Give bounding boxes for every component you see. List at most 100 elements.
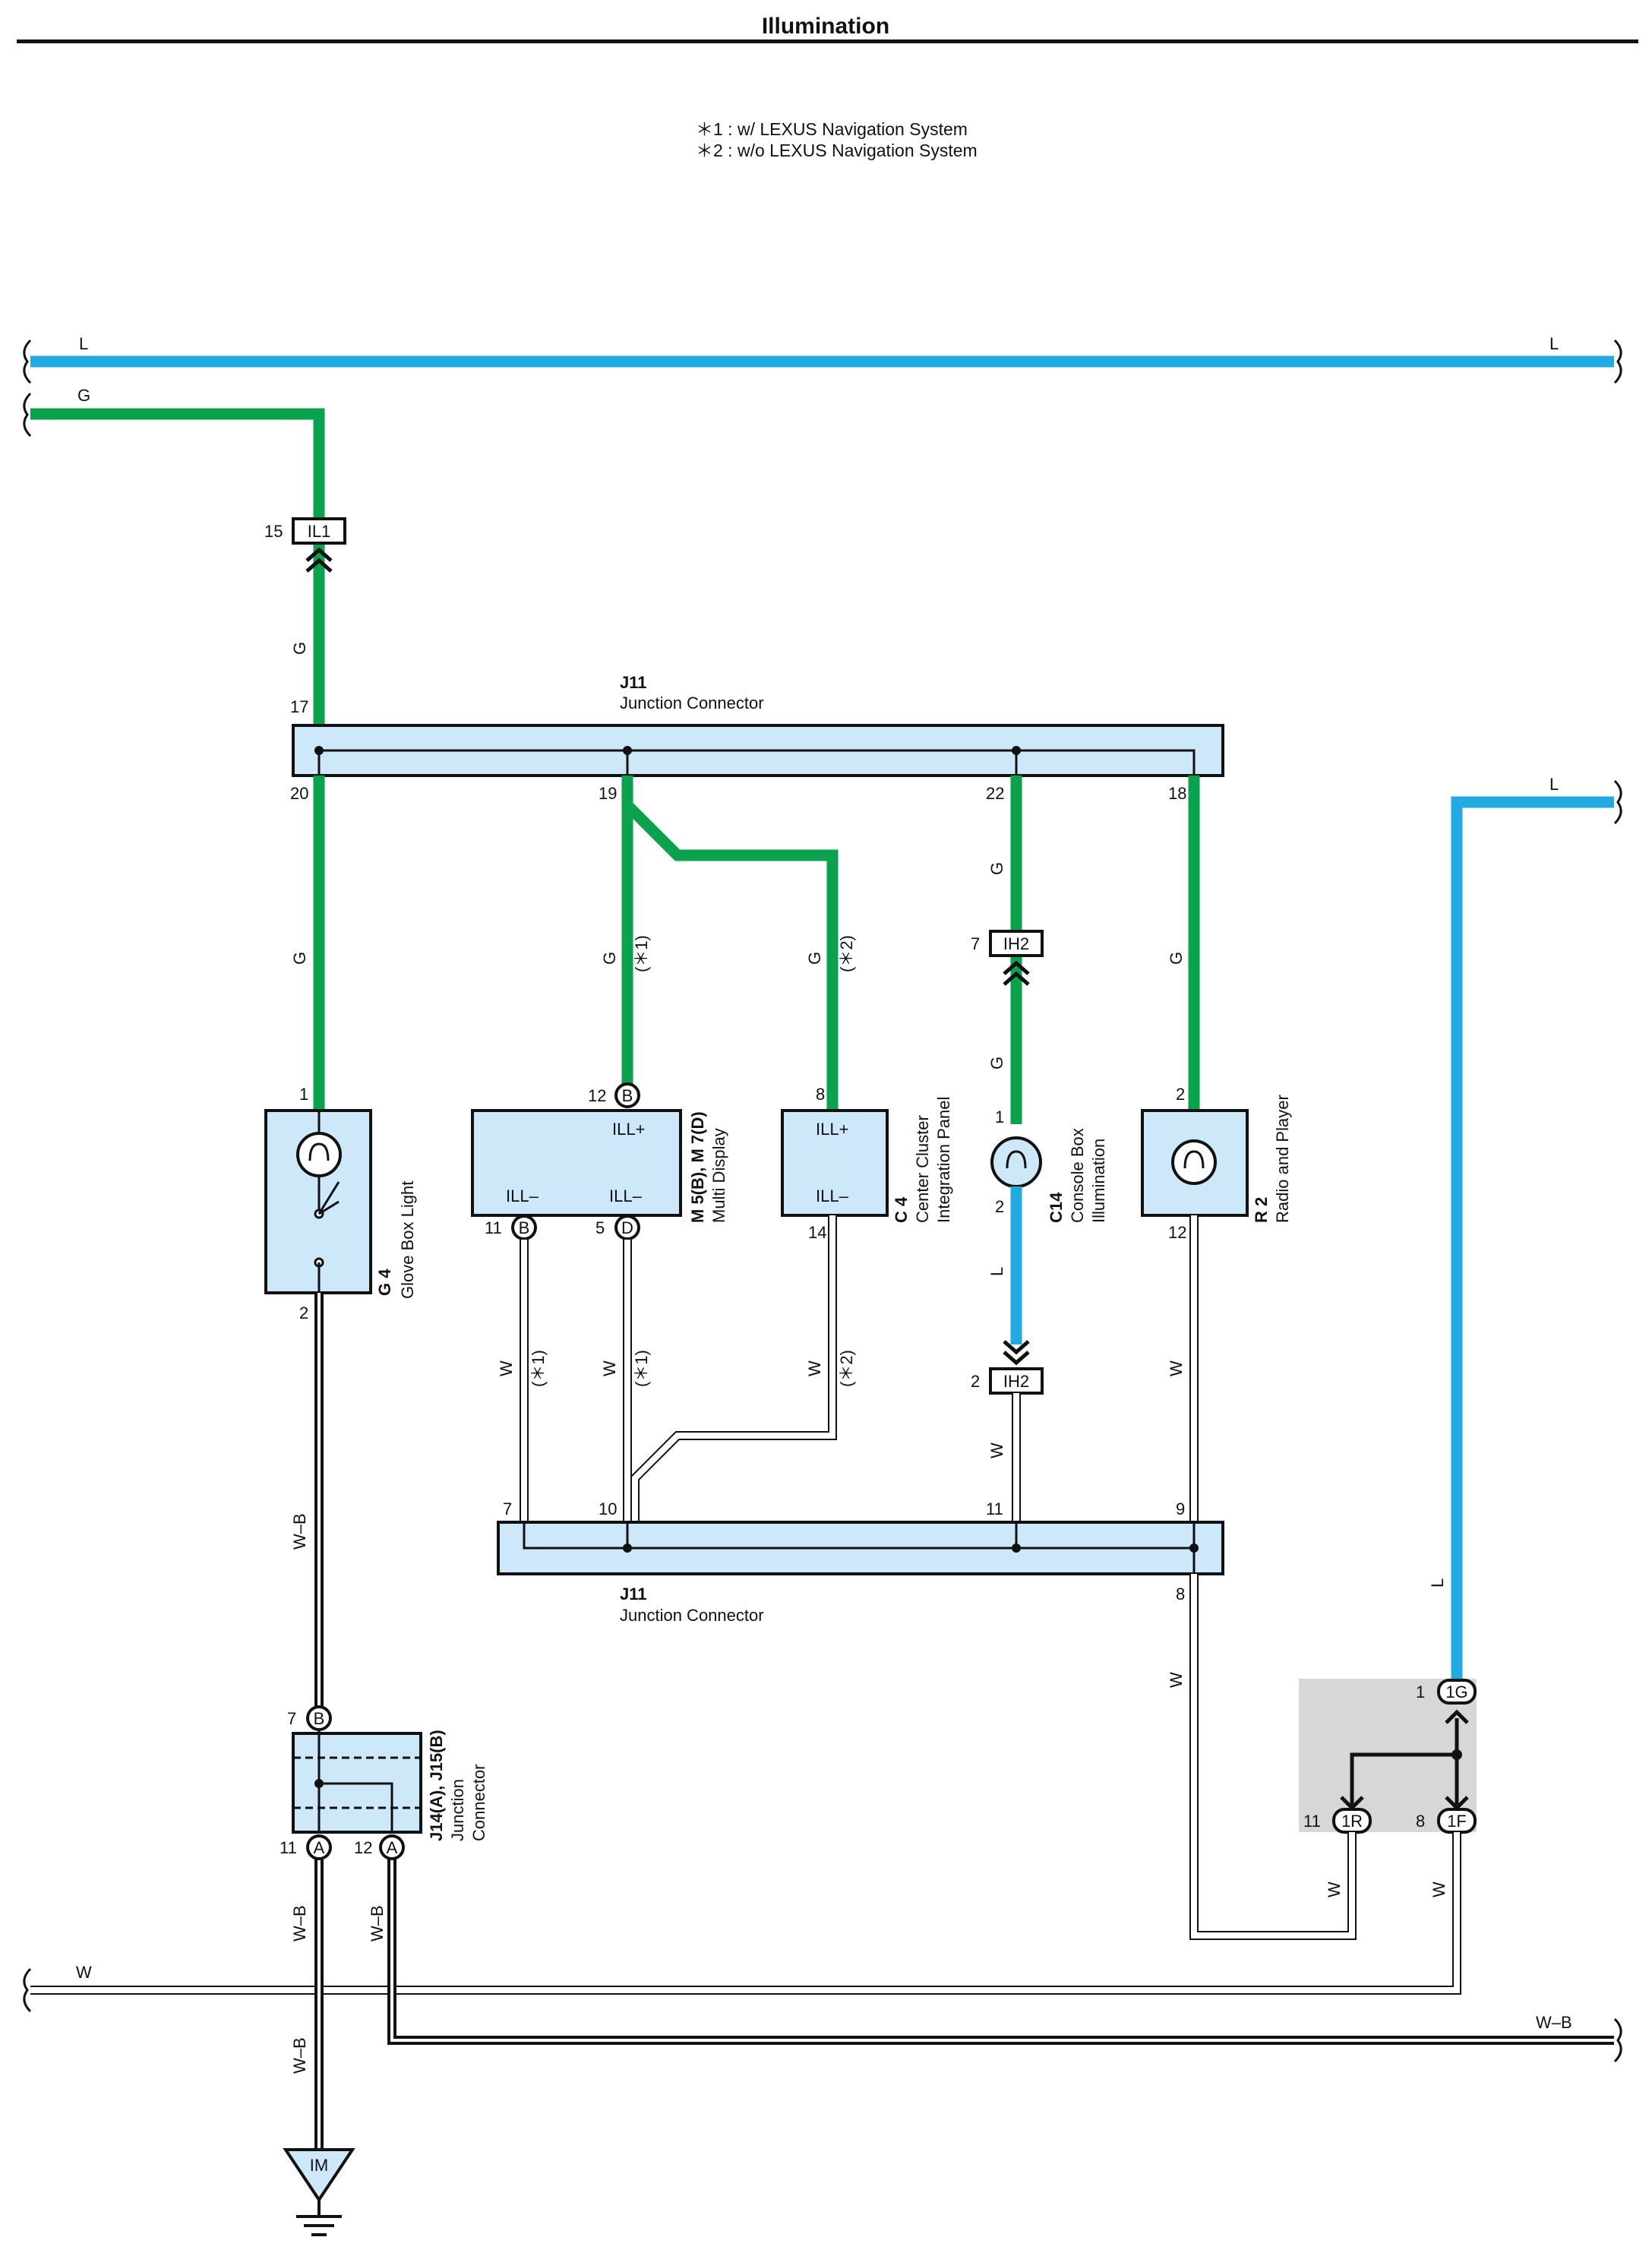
m5-box [471, 1109, 682, 1217]
wire-label-g-g4: G [290, 952, 309, 965]
wire-label-w-c4: W [805, 1360, 824, 1376]
jb-pin-8: 8 [1416, 1812, 1425, 1831]
g4-pin-1: 1 [299, 1085, 308, 1104]
jb-pin-1f: 1F [1447, 1812, 1467, 1831]
wire-break-left-l [23, 339, 32, 384]
wb-wires [317, 1293, 1614, 2150]
j11-bottom-bus [523, 1522, 1196, 1574]
ground-im-label: IM [310, 2156, 328, 2175]
j14-pin-11: 11 [280, 1838, 297, 1857]
wire-break-left-g [23, 392, 32, 438]
wire-label-l-right-vert: L [1428, 1578, 1447, 1588]
white-wires-lower [30, 1574, 1460, 1993]
r2-box [1141, 1109, 1249, 1217]
junction-block-bus [1350, 1718, 1459, 1805]
r2-desc: Radio and Player [1273, 1095, 1292, 1223]
wire-label-g-r2: G [1167, 952, 1186, 965]
j14-code: J14(A), J15(B) [427, 1730, 446, 1841]
j11-top-bus [319, 749, 1196, 776]
g4-code: G 4 [375, 1269, 394, 1296]
wire-label-w-m5-11: W [497, 1360, 516, 1376]
r2-bulb [1171, 1139, 1217, 1185]
j11-top-pin-20: 20 [290, 784, 308, 803]
connector-ih2-top-arrow [1003, 960, 1030, 986]
r2-pin-12: 12 [1168, 1223, 1186, 1242]
c14-pin-2: 2 [995, 1197, 1004, 1216]
wire-label-star1-m5-11: (＊1) [529, 1350, 548, 1387]
g4-desc: Glove Box Light [398, 1181, 417, 1299]
title-rule [17, 39, 1638, 43]
wire-label-l-right-top: L [1549, 775, 1559, 794]
j14-pin-7-letter: B [314, 1709, 325, 1728]
j11-top-pin-22: 22 [986, 784, 1004, 803]
connector-il1-arrow [305, 547, 333, 573]
j11-top-desc: Junction Connector [620, 694, 764, 713]
j14-pin-12: 12 [354, 1838, 372, 1857]
c4-ill-minus: ILL– [816, 1186, 849, 1205]
wire-label-wb-g4: W–B [290, 1513, 309, 1550]
m5-pin-12: 12 [588, 1086, 606, 1105]
j11-bottom-pin-10: 10 [599, 1499, 617, 1518]
wire-label-wb-j14-b: W–B [368, 1905, 387, 1942]
c4-pin-14: 14 [808, 1223, 826, 1242]
wire-label-g-il1: G [290, 642, 309, 655]
wire-label-w-1f: W [1429, 1882, 1448, 1897]
connector-ih2-bot-pin: 2 [971, 1372, 980, 1391]
connector-ih2-bot-label: IH2 [1003, 1372, 1029, 1391]
wire-label-star1-m5: (＊1) [632, 935, 651, 972]
c4-code: C 4 [892, 1196, 911, 1223]
white-wires [521, 1215, 1197, 1522]
wire-label-star1-m5-5: (＊1) [632, 1350, 651, 1387]
wire-label-g-top: G [77, 386, 90, 405]
wire-label-g-c14-bot: G [987, 1057, 1006, 1070]
c14-desc1: Console Box [1068, 1128, 1087, 1223]
j11-bottom-pin-8: 8 [1176, 1585, 1185, 1604]
wire-break-left-w [23, 1967, 32, 2013]
wire-label-l-left: L [79, 334, 88, 353]
connector-il1-pin: 15 [264, 522, 283, 541]
note-1: ＊1 : w/ LEXUS Navigation System [696, 119, 968, 139]
jb-pin-1: 1 [1416, 1683, 1425, 1701]
m5-code: M 5(B), M 7(D) [688, 1111, 707, 1223]
j14-desc1: Junction [448, 1779, 467, 1841]
wire-label-w-m5-5: W [600, 1360, 619, 1376]
wire-label-g-c4: G [805, 952, 824, 965]
connector-ih2-top [989, 930, 1044, 957]
connector-ih2-top-label: IH2 [1003, 934, 1029, 953]
wire-label-l-right: L [1549, 334, 1559, 353]
wire-break-right-l2 [1613, 779, 1622, 825]
wire-label-wb-right: W–B [1536, 2013, 1572, 2032]
wire-label-w-ih2: W [987, 1442, 1006, 1458]
r2-code: R 2 [1252, 1197, 1271, 1223]
c4-desc2: Integration Panel [934, 1097, 953, 1223]
note-2: ＊2 : w/o LEXUS Navigation System [696, 141, 978, 160]
j14-pin-7: 7 [287, 1709, 296, 1728]
j14-desc2: Connector [469, 1764, 488, 1841]
g4-bulb [296, 1132, 342, 1177]
wire-g-main [30, 408, 325, 725]
m5-pin-5-letter: D [621, 1218, 633, 1237]
wire-label-star2-c4-w: (＊2) [837, 1350, 856, 1387]
j11-top-code: J11 [620, 673, 647, 692]
j11-bottom-pin-9: 9 [1176, 1499, 1185, 1518]
wire-label-g-c14-top: G [987, 862, 1006, 875]
m5-ill-plus: ILL+ [612, 1120, 645, 1139]
j11-bottom-desc: Junction Connector [620, 1606, 764, 1625]
wire-label-wb-j14-a: W–B [290, 1905, 309, 1942]
connector-il1 [292, 517, 346, 545]
c14-bulb [990, 1136, 1042, 1188]
wire-label-w-j11-8: W [1167, 1672, 1186, 1688]
m5-pin-12-letter: B [622, 1086, 633, 1105]
m5-desc: Multi Display [709, 1128, 728, 1223]
j11-top-pin-17: 17 [290, 697, 308, 716]
wire-label-wb-ground: W–B [290, 2037, 309, 2074]
m5-ill-minus-2: ILL– [609, 1186, 643, 1205]
connector-ih2-top-pin: 7 [971, 934, 980, 953]
page-title: Illumination [762, 14, 889, 39]
wire-g-c4 [623, 801, 839, 1111]
j11-bottom-pin-11: 11 [986, 1499, 1003, 1518]
wire-label-w-r2: W [1167, 1360, 1186, 1376]
g4-pin-2: 2 [299, 1303, 308, 1322]
wire-label-g-m5: G [600, 952, 619, 965]
